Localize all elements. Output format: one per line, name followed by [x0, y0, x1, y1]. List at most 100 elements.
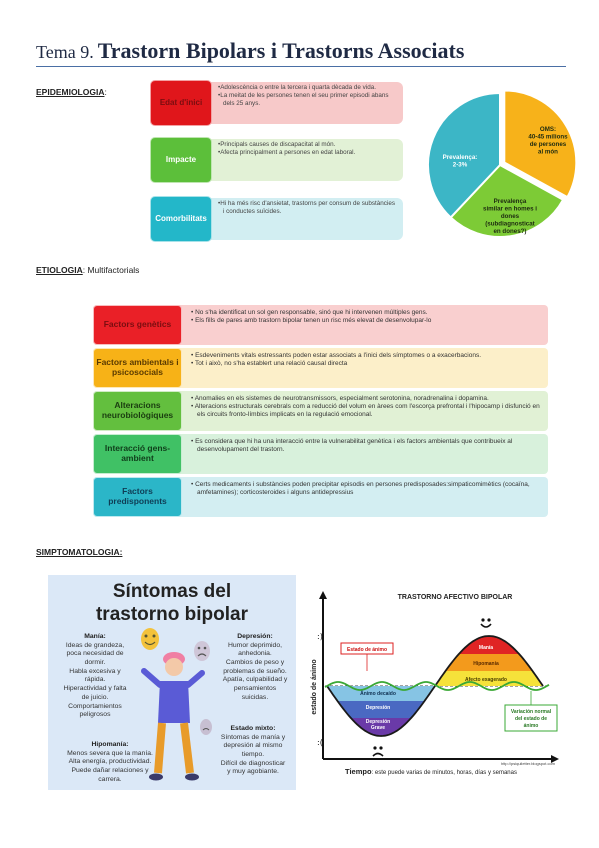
- symptomatology-label: SIMPTOMATOLOGIA:: [36, 547, 123, 557]
- epidemiology-row: Edat d'inici •Adolescència o entre la ter…: [150, 80, 403, 126]
- poster-title-line-2: trastorno bipolar: [95, 604, 248, 625]
- etiology-row-line: • Es considera que hi ha una interacció …: [191, 438, 513, 454]
- hipomania-heading: Hipomanía:: [91, 741, 129, 748]
- graph-title: TRASTORNO AFECTIVO BIPOLAR: [398, 594, 513, 601]
- title-rule: [36, 66, 566, 67]
- etiology-row: Factors ambientals i psicosocials • Esdev…: [93, 348, 548, 388]
- pie-label-line: Prevalença:: [443, 154, 478, 161]
- legend-variacion-text: ánimo: [524, 723, 539, 729]
- band-mania: [435, 636, 543, 654]
- etiology-row-label: Factors predisponents: [93, 477, 182, 517]
- etiology-row-label: Factors ambientals i psicosocials: [93, 348, 182, 388]
- graph-x-label-bold: Tiempo: [345, 767, 372, 776]
- happy-mask-icon: [141, 628, 159, 650]
- epidemiology-label: EPIDEMIOLOGIA: [36, 87, 105, 97]
- pie-slice: [427, 91, 501, 219]
- epidemiology-row-label: Comorbilitats: [150, 196, 212, 242]
- symptoms-poster: Síntomas del trastorno bipolar Manía: Id…: [48, 575, 296, 790]
- poster-line: tiempo.: [241, 751, 265, 759]
- etiology-row-text: • Es considera que hi ha una interacció …: [191, 438, 543, 454]
- band-depresion-grave: [327, 718, 435, 736]
- happy-face-icon-eye: [481, 618, 485, 622]
- graph-y-arrow: [319, 591, 327, 599]
- neutral-face-icon: :): [317, 632, 323, 641]
- etiology-row-line: • Alteracions estructurals cerebrals com…: [191, 403, 540, 419]
- poster-line: dormir.: [84, 659, 106, 667]
- poster-line: suicidas.: [241, 693, 269, 701]
- etiology-row-line: • Esdeveniments vitals estressants poden…: [191, 352, 482, 359]
- etiology-row-text: • Certs medicaments i substàncies poden …: [191, 481, 543, 497]
- poster-line: Humor deprimido,: [227, 641, 283, 649]
- poster-illustration: [141, 628, 212, 781]
- pie-label-line: de persones: [530, 141, 567, 148]
- epidemiology-row-label: Impacte: [150, 137, 212, 183]
- poster-line: Menos severa que la manía.: [67, 749, 153, 757]
- legend-variacion-text: del estado de: [515, 716, 547, 722]
- section-symptomatology-heading: SIMPTOMATOLOGIA:: [36, 547, 122, 557]
- epidemiology-row-text: •Adolescència o entre la tercera i quart…: [218, 84, 398, 108]
- pie-label-line: 40-45 milions: [528, 134, 568, 141]
- poster-line: peligrosos: [79, 711, 111, 719]
- etiology-row-line: • Els fills de pares amb trastorn bipola…: [191, 317, 432, 325]
- pie-slice-label: Prevalença:2-3%: [443, 154, 478, 169]
- pie-label-line: Prevalença: [494, 198, 527, 205]
- graph-mood-curve: [326, 635, 544, 737]
- pie-label-line: (subdiagnosticat: [485, 221, 535, 228]
- poster-depresion: Depresión: Humor deprimido,anhedonia.Cam…: [216, 633, 294, 703]
- etiology-row-label: Factors genètics: [93, 305, 182, 345]
- pie-label-line: al món: [538, 149, 558, 156]
- etiology-row-label: Interacció gens-ambient: [93, 434, 182, 474]
- etiology-row-line: • No s'ha identificat un sol gen respons…: [191, 309, 428, 316]
- poster-line: Comportamientos: [68, 702, 122, 710]
- graph-y-label: estado de ánimo: [311, 659, 318, 714]
- pie-label-line: dones: [501, 213, 520, 220]
- person-figure: [141, 652, 205, 781]
- poster-line: Apatía, culpabilidad y: [222, 676, 288, 684]
- title-text: Trastorn Bipolars i Trastorns Associats: [97, 38, 465, 63]
- epidemiology-row-text: •Principals causes de discapacitat al mó…: [218, 141, 398, 157]
- etiology-row-line: • Anomalies en els sistemes de neurotran…: [191, 395, 489, 402]
- title-number: Tema 9.: [36, 42, 94, 62]
- sad-face-icon-mouth: [372, 752, 384, 757]
- epidemiology-row-line: •Adolescència o entre la tercera i quart…: [218, 84, 376, 91]
- mixto-heading: Estado mixto:: [230, 725, 276, 732]
- pie-label-line: OMS:: [540, 126, 556, 133]
- sad-face-icon-eye: [373, 746, 377, 750]
- etiology-row-text: • No s'ha identificat un sol gen respons…: [191, 309, 543, 325]
- poster-line: problemas de sueño.: [223, 667, 287, 675]
- epidemiology-row-line: •Afecta principalment a persones en edat…: [218, 148, 356, 156]
- graph-x-label-rest: : este puede varias de minutos, horas, d…: [372, 770, 517, 776]
- etiology-label: ETIOLOGIA: [36, 265, 83, 275]
- poster-line: carrera.: [98, 775, 122, 783]
- poster-line: de juicio.: [81, 693, 109, 701]
- poster-line: pensamientos: [233, 685, 277, 693]
- legend-estado-text: Estado de ánimo: [347, 647, 387, 653]
- happy-face-icon-mouth: [480, 623, 492, 628]
- band-label-depresion: Depresión: [366, 705, 390, 711]
- band-label-mania: Manía: [479, 645, 493, 651]
- epidemiology-row-label: Edat d'inici: [150, 80, 212, 126]
- graph-normal-wave: [324, 681, 550, 691]
- epidemiology-row: Impacte •Principals causes de discapacita…: [150, 137, 403, 183]
- epidemiology-row-text: •Hi ha més risc d'ansietat, trastorns pe…: [218, 200, 398, 216]
- poster-title-line-1: Síntomas del: [112, 581, 232, 602]
- graph-x-label: Tiempo: este puede varias de minutos, ho…: [345, 767, 517, 776]
- poster-line: Habla excesiva y: [69, 667, 121, 675]
- pie-label-line: en dones?): [493, 228, 526, 235]
- band-label-afecto: Afecto exagerado: [465, 677, 507, 683]
- pie-slice: [449, 163, 565, 238]
- poster-line: y muy agobiante.: [227, 768, 279, 776]
- poster-line: Alta energía, productividad.: [68, 758, 152, 766]
- poster-line: anhedonia.: [238, 650, 272, 658]
- etiology-row-line: • Certs medicaments i substàncies poden …: [191, 481, 530, 497]
- poster-line: Ideas de grandeza,: [65, 641, 125, 649]
- hipomania-lines: Menos severa que la manía.Alta energía, …: [52, 750, 168, 785]
- section-etiology-heading: ETIOLOGIA: Multifactorials: [36, 265, 139, 275]
- poster-line: Hiperactividad y falta: [63, 685, 127, 693]
- band-label-depresion-grave-2: Grave: [371, 725, 385, 731]
- etiology-row-text: • Anomalies en els sistemes de neurotran…: [191, 395, 543, 419]
